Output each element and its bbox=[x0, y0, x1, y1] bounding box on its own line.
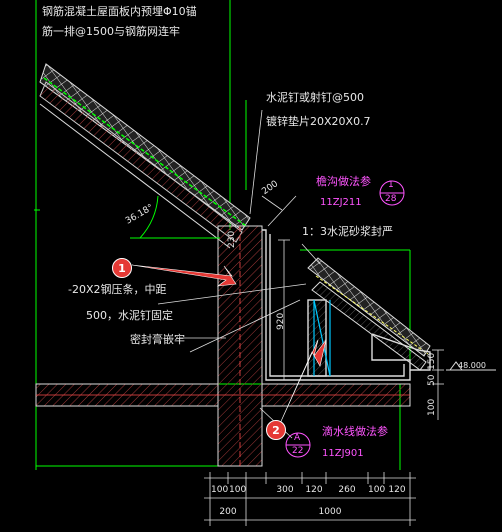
drip-atlas: 11ZJ901 bbox=[322, 448, 364, 459]
gutter-ref-page: 28 bbox=[385, 194, 397, 204]
steel-strip-note-1: -20X2钢压条，中距 bbox=[68, 283, 167, 296]
ref-circle-gutter bbox=[379, 180, 405, 206]
nail-note-1: 水泥钉或射钉@500 bbox=[266, 91, 364, 104]
dim-bottom-3: 300 bbox=[276, 485, 294, 495]
steel-strip-note-2: 500，水泥钉固定 bbox=[86, 309, 173, 322]
dim-lines bbox=[204, 195, 444, 526]
dim-slab-50: 50 bbox=[427, 374, 437, 386]
gutter-ref-number: 1 bbox=[388, 180, 394, 190]
dim-level-100: 100 bbox=[427, 398, 437, 416]
wall-column bbox=[217, 225, 263, 467]
marker-2: 2 bbox=[266, 420, 286, 440]
dim-total-left: 200 bbox=[219, 507, 237, 517]
dim-bottom-2: 100 bbox=[229, 485, 247, 495]
sealant-note: 密封膏嵌牢 bbox=[130, 333, 185, 346]
dim-slab-150: 150 bbox=[427, 352, 437, 370]
drip-ref-letter: A bbox=[294, 433, 301, 443]
dim-wall-height: 920 bbox=[276, 312, 286, 330]
gutter-atlas: 11ZJ211 bbox=[320, 197, 362, 208]
dim-bottom-7: 120 bbox=[388, 485, 406, 495]
drip-ref-page: 22 bbox=[292, 446, 304, 456]
top-note-1: 钢筋混凝土屋面板内预埋Φ10锚 bbox=[42, 5, 197, 18]
dim-bottom-6: 100 bbox=[368, 485, 386, 495]
elevation-label: 48.000 bbox=[458, 361, 486, 370]
ref-circle-drip bbox=[285, 432, 311, 458]
mortar-seal-note: 1：3水泥砂浆封严 bbox=[302, 225, 393, 238]
nail-note-2: 镀锌垫片20X20X0.7 bbox=[266, 115, 371, 128]
sloped-roof bbox=[39, 63, 251, 249]
dim-bottom-4: 120 bbox=[305, 485, 323, 495]
dim-total-right: 1000 bbox=[318, 507, 342, 517]
marker-1: 1 bbox=[112, 258, 132, 278]
dim-bottom-1: 100 bbox=[211, 485, 229, 495]
cyan-strip bbox=[313, 299, 331, 377]
gutter-detail-label: 檐沟做法参 bbox=[316, 175, 371, 188]
pointer-arrows bbox=[131, 264, 327, 429]
gutter bbox=[262, 229, 431, 381]
elevation-marker bbox=[446, 361, 496, 371]
dim-bottom-5: 260 bbox=[338, 485, 356, 495]
drip-detail-label: 滴水线做法参 bbox=[322, 425, 388, 438]
floor-slab bbox=[35, 383, 411, 407]
dim-v-230: 230 bbox=[227, 230, 237, 248]
small-roof bbox=[307, 257, 431, 371]
top-note-2: 筋一排@1500与钢筋网连牢 bbox=[42, 25, 180, 38]
angle-arc bbox=[139, 195, 159, 239]
